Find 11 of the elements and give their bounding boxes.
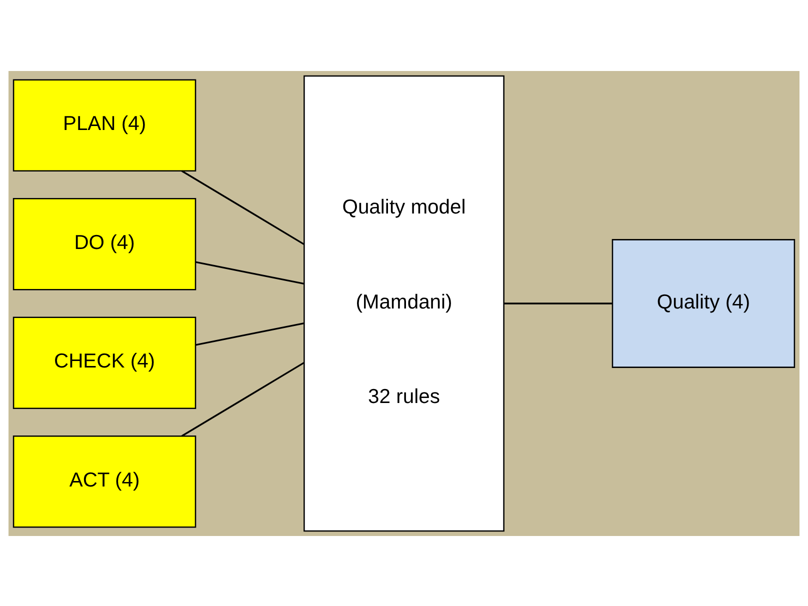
- connector: [196, 322, 304, 346]
- connector: [196, 260, 304, 284]
- node-box: PLAN (4): [12, 78, 196, 171]
- connector: [181, 170, 304, 244]
- node-box: CHECK (4): [12, 316, 196, 409]
- node-box: Quality model (Mamdani) 32 rules: [304, 74, 504, 532]
- node-box: DO (4): [12, 197, 196, 290]
- node-box: ACT (4): [12, 435, 196, 528]
- connector: [504, 302, 612, 304]
- connector: [181, 362, 304, 436]
- node-box: Quality (4): [612, 238, 796, 368]
